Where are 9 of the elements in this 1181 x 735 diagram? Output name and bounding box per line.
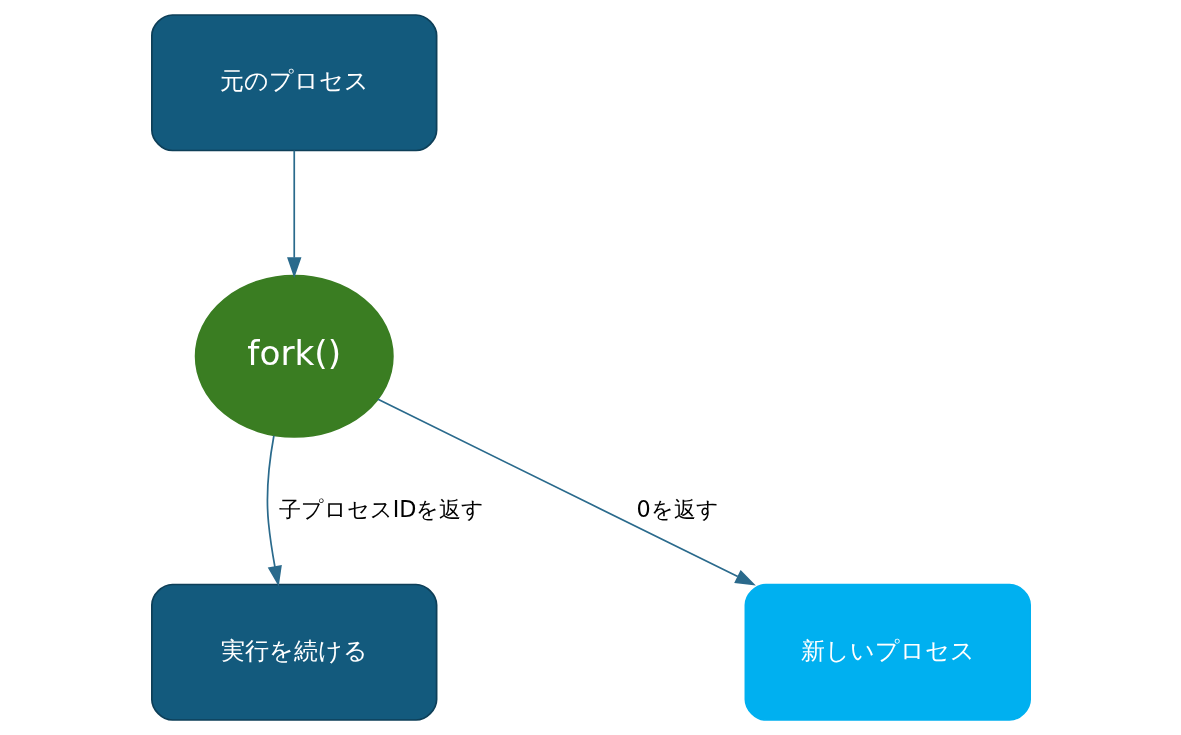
- arrow: [266, 434, 282, 587]
- node-box: 新しいプロセス: [744, 583, 1031, 721]
- arrow: [376, 398, 756, 586]
- node-box: 実行を続ける: [150, 583, 437, 721]
- arrow: [286, 149, 301, 278]
- node-ellipse: fork(): [194, 274, 394, 438]
- node-box: 元のプロセス: [150, 14, 437, 152]
- edge-label: 0を返す: [635, 495, 719, 522]
- edge-label: 子プロセスIDを返す: [278, 495, 484, 522]
